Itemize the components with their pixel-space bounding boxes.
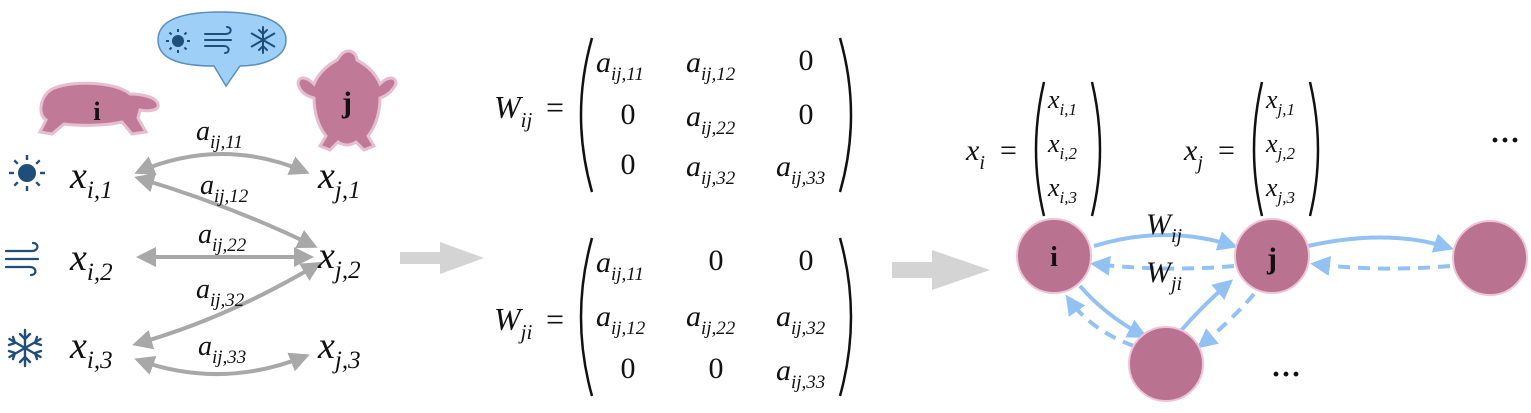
vector-entry: xi,1 (1047, 85, 1077, 119)
matrix-cell: 0 (621, 98, 636, 131)
ellipsis-top: ··· (1490, 124, 1520, 157)
wind-icon (4, 241, 40, 277)
vector-entry: xj,3 (1265, 173, 1295, 207)
weather-speech-bubble (157, 11, 287, 88)
edge-bottom-to-j (1176, 279, 1234, 336)
matrix-cell: aij,22 (686, 100, 736, 139)
graph-edge-labels: Wij Wji (1146, 208, 1183, 295)
matrix-cell: aij,32 (686, 150, 736, 189)
vector-xi-right-paren (1090, 81, 1102, 217)
sun-icon (166, 29, 190, 53)
turtle-j: j (296, 49, 398, 152)
edge-label-12: aij,12 (200, 170, 249, 207)
left-variables: xi,1 xi,2 xi,3 xj,1 xj,2 xj,3 (69, 155, 361, 374)
edge-i-to-bottom (1078, 284, 1148, 338)
graph-node-bottom (1128, 326, 1204, 402)
transition-arrow-2 (892, 250, 990, 290)
matrix-cell: 0 (799, 98, 814, 131)
snowflake-icon (7, 328, 43, 368)
edge-label-wij: Wij (1146, 208, 1183, 247)
var-x-j3: xj,3 (317, 325, 361, 374)
edge-i-to-j (1093, 231, 1238, 251)
edge-label-wji: Wji (1146, 256, 1182, 295)
edge-bottom-to-i (1065, 294, 1135, 348)
edge-j-to-i (1090, 255, 1235, 276)
matrix-cell: 0 (799, 244, 814, 277)
transition-arrow-1 (400, 242, 484, 274)
node-i-label: i (93, 97, 100, 126)
vector-xi-lhs: xi (965, 134, 985, 174)
matrix-wij-left-paren (579, 37, 594, 193)
matrix-wji-right-paren (838, 237, 853, 397)
var-x-i2: xi,2 (69, 237, 113, 286)
matrix-cell: aij,12 (686, 46, 736, 85)
turtle-i: i (37, 81, 160, 136)
matrix-wji-lhs: Wji (494, 301, 532, 344)
graph-node-j-label: j (1266, 242, 1277, 275)
matrix-cell: aij,12 (596, 300, 646, 339)
var-x-i1: xi,1 (69, 155, 113, 204)
matrix-cell: 0 (709, 352, 724, 385)
edge-label-33: aij,33 (198, 331, 246, 368)
matrix-cell: aij,33 (776, 150, 825, 189)
edge-j-to-right (1307, 233, 1454, 253)
edge-12 (134, 172, 318, 248)
matrix-wji: Wji = aij,11 0 0 aij,12 aij,22 aij,32 0 … (494, 237, 853, 397)
matrix-wij-equals: = (546, 89, 564, 125)
matrix-cell: 0 (621, 148, 636, 181)
edge-right-to-j (1310, 255, 1451, 276)
matrix-cell: aij,11 (596, 46, 644, 85)
matrix-cell: aij,22 (686, 300, 736, 339)
graph-node-i-label: i (1050, 242, 1058, 273)
vector-entry: xi,2 (1047, 129, 1078, 163)
edge-11 (134, 152, 310, 175)
matrix-wij: Wij = aij,11 aij,12 0 0 aij,22 0 0 aij,3… (494, 37, 853, 193)
vector-entry: xj,1 (1265, 85, 1295, 119)
vector-xi-equals: = (1000, 134, 1017, 167)
var-x-j2: xj,2 (317, 235, 361, 284)
left-edges (132, 152, 322, 376)
graph-node-i: i (1016, 218, 1092, 294)
ellipsis-bottom: ··· (1271, 358, 1301, 391)
vector-xi-left-paren (1034, 81, 1046, 217)
vector-xi: xi = xi,1 xi,2 xi,3 (965, 81, 1102, 217)
matrix-cell: aij,11 (596, 246, 644, 285)
vector-entry: xi,3 (1047, 173, 1077, 207)
edge-label-32: aij,32 (196, 274, 245, 311)
edge-33 (134, 352, 310, 376)
matrix-wji-equals: = (546, 301, 564, 337)
matrix-wji-left-paren (579, 237, 594, 397)
edge-32 (132, 261, 322, 350)
vector-xj-left-paren (1252, 81, 1264, 217)
matrix-wij-lhs: Wij (494, 89, 532, 132)
vector-xj-right-paren (1308, 81, 1320, 217)
vector-xj-lhs: xj (1183, 134, 1203, 174)
matrix-cell: 0 (621, 352, 636, 385)
var-x-j1: xj,1 (317, 155, 361, 204)
vector-entry: xj,2 (1265, 129, 1296, 163)
matrix-wij-right-paren (838, 37, 853, 193)
left-edge-labels: aij,11 aij,12 aij,22 aij,32 aij,33 (196, 116, 249, 368)
matrix-cell: aij,32 (776, 300, 826, 339)
vector-xj-equals: = (1218, 134, 1235, 167)
graph-node-j: j (1234, 218, 1310, 294)
matrix-cell: 0 (709, 244, 724, 277)
edge-label-22: aij,22 (198, 219, 247, 256)
graph-node-right (1452, 220, 1528, 296)
var-x-i3: xi,3 (69, 325, 113, 374)
node-j-label: j (341, 86, 352, 119)
sun-icon (9, 155, 45, 191)
snowflake-icon (250, 26, 276, 54)
vector-xj: xj = xj,1 xj,2 xj,3 (1183, 81, 1320, 217)
wind-icon (204, 26, 232, 54)
graph-edges (1065, 231, 1454, 349)
matrix-cell: aij,33 (776, 354, 825, 393)
edge-j-to-bottom (1196, 292, 1256, 349)
edge-label-11: aij,11 (196, 116, 243, 153)
matrix-cell: 0 (799, 44, 814, 77)
